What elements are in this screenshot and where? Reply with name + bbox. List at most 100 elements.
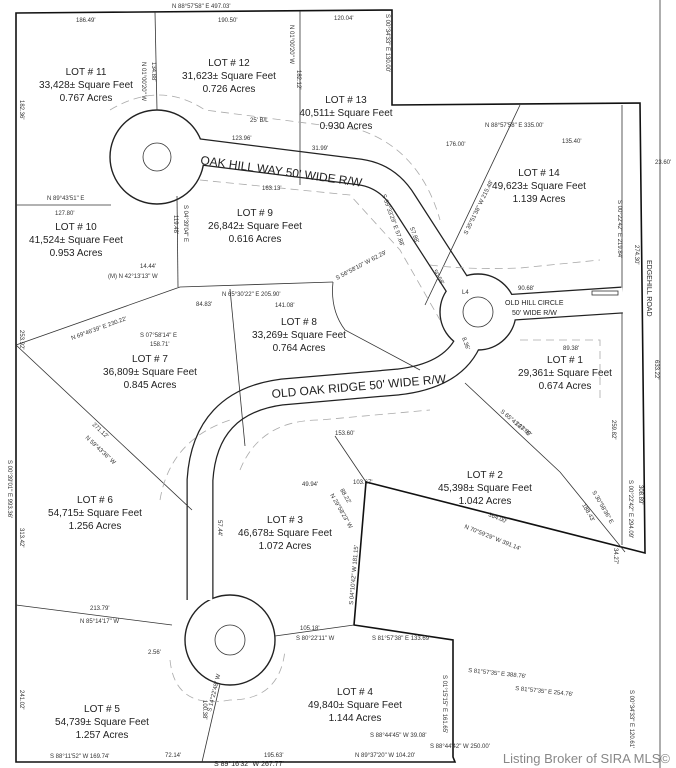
dimension-label: N 89°43'51" E <box>47 196 84 202</box>
road-network <box>109 109 624 686</box>
dimension-label: N 85°14'17" W <box>80 619 119 625</box>
lot-3-label: LOT # 3 46,678± Square Feet 1.072 Acres <box>238 515 332 552</box>
lot-label-text: 29,361± Square Feet <box>518 368 612 379</box>
dimension-label: 308.89' <box>637 485 643 505</box>
dimension-label: 8.36' <box>460 337 470 351</box>
dimension-label: N 69°46'39" E 230.22' <box>71 316 128 342</box>
lot-label-text: LOT # 5 <box>84 704 120 715</box>
dimension-label: N 01°00'20" W <box>140 62 146 101</box>
dimension-label: 90.68' <box>518 286 534 292</box>
lot-6-label: LOT # 6 54,715± Square Feet 1.256 Acres <box>48 495 142 532</box>
dimension-label: S 81°57'35" E 254.76' <box>515 686 574 698</box>
dimension-label: N 59°43'36" W <box>84 435 117 466</box>
dimension-label: 103.67' <box>353 480 373 486</box>
dimension-label: 31.99' <box>312 146 328 152</box>
lot-label-text: LOT # 3 <box>267 515 303 526</box>
dimension-label: S 88°44'42" W 250.00' <box>430 744 490 750</box>
dimension-label: S 80°22'11" W <box>296 636 335 642</box>
lot-label-text: 0.726 Acres <box>203 84 256 95</box>
lot-label-text: LOT # 14 <box>518 168 560 179</box>
lot-label-text: 26,842± Square Feet <box>208 221 302 232</box>
dimension-label: 84.83' <box>196 302 212 308</box>
lot-label-text: 33,269± Square Feet <box>252 330 346 341</box>
lot-label-text: LOT # 11 <box>66 67 107 78</box>
lot-label-text: LOT # 1 <box>547 355 583 366</box>
dimension-label: 633.22' <box>653 360 659 380</box>
lot-label-text: 49,840± Square Feet <box>308 700 402 711</box>
dimension-label: S 56°58'10" W 62.29' <box>335 250 388 282</box>
dimension-label: 274.30' <box>633 245 639 265</box>
lot-label-text: 0.767 Acres <box>60 93 113 104</box>
lot-label-text: LOT # 8 <box>281 317 317 328</box>
dimension-label: 182.12' <box>295 70 301 90</box>
dimension-label: 135.40' <box>562 139 582 145</box>
lot-label-text: LOT # 10 <box>55 222 97 233</box>
dimension-label: S 00°39'01" E 993.36' <box>6 460 12 518</box>
lot-label-text: LOT # 9 <box>237 208 273 219</box>
lot-label-text: 0.674 Acres <box>539 381 592 392</box>
dimension-label: N 65°30'22" E 205.90' <box>222 292 281 298</box>
lot-9-label: LOT # 9 26,842± Square Feet 0.616 Acres <box>208 208 302 245</box>
cul-de-sac-island <box>142 142 172 172</box>
lot-label-text: 1.144 Acres <box>329 713 382 724</box>
dimension-label: S 81°57'38" E 133.69' <box>372 636 430 642</box>
lot-label-text: 46,678± Square Feet <box>238 528 332 539</box>
dimension-label: 176.00' <box>446 142 466 148</box>
lot-label-text: 1.139 Acres <box>513 194 566 205</box>
lot-label-text: 31,623± Square Feet <box>182 71 276 82</box>
lot-7-label: LOT # 7 36,809± Square Feet 0.845 Acres <box>103 354 197 391</box>
lot-label-text: 0.845 Acres <box>124 380 177 391</box>
cul-de-sac-island <box>214 624 246 656</box>
dimension-label: 119.48' <box>172 215 178 234</box>
dimension-label: N 88°57'58" E 497.03' <box>172 4 231 10</box>
lot-label-text: 54,715± Square Feet <box>48 508 142 519</box>
lot-label-text: 40,511± Square Feet <box>299 108 392 119</box>
dimension-label: 313.42' <box>18 528 24 548</box>
dimension-label: 158.71' <box>150 342 170 348</box>
dimension-label: N 01°00'20" W <box>288 25 294 64</box>
lot-label-text: LOT # 12 <box>208 58 250 69</box>
dimension-label: S 04°39'04" E <box>182 205 188 242</box>
lot-label-text: LOT # 7 <box>132 354 168 365</box>
lot-label-text: 0.953 Acres <box>50 248 103 259</box>
lot-label-text: 36,809± Square Feet <box>103 367 197 378</box>
dimension-label: 241.02' <box>18 690 24 710</box>
lot-label-text: 1.256 Acres <box>69 521 122 532</box>
lot-label-text: LOT # 6 <box>77 495 113 506</box>
lot-label-text: 54,739± Square Feet <box>55 717 149 728</box>
dimension-label: 89.38' <box>563 346 579 352</box>
lot-label-text: 0.616 Acres <box>229 234 282 245</box>
lot-label-text: 41,524± Square Feet <box>29 235 123 246</box>
dimension-label: 14.44' <box>140 264 156 270</box>
circle-island <box>462 296 494 328</box>
dimension-label: 271.12' <box>91 422 109 440</box>
road-edgehill: EDGEHILL ROAD <box>645 260 652 317</box>
dimension-label: (M) N 42°13'13" W <box>108 274 158 280</box>
dimension-label: S 88°44'45" W 39.08' <box>370 733 427 739</box>
dimension-label: 120.04' <box>334 16 354 22</box>
lot-labels: LOT # 1 29,361± Square Feet 0.674 Acres LO… <box>29 58 612 741</box>
lot-10-label: LOT # 10 41,524± Square Feet 0.953 Acres <box>29 222 123 259</box>
property-boundary <box>15 9 646 763</box>
dimension-label: S 00°22'42" E 219.84' <box>616 200 622 258</box>
lot-lines <box>15 11 626 763</box>
dimension-label: 253.92' <box>18 330 24 350</box>
dimension-label: S 04°10'42" W 181.15' <box>349 545 360 605</box>
watermark: Listing Broker of SIRA MLS© <box>502 751 670 766</box>
dimension-label: 182.36' <box>18 100 24 120</box>
dimension-label: N 89°37'20" W 104.20' <box>355 753 415 759</box>
dimension-label: 25' B/L <box>250 118 269 124</box>
dimension-label: 2.56' <box>148 650 161 656</box>
dimension-label: 23.60' <box>655 160 671 166</box>
lot-label-text: 1.072 Acres <box>259 541 312 552</box>
lot-label-text: LOT # 13 <box>325 95 367 106</box>
dimension-label: 190.50' <box>218 18 238 24</box>
dimension-label: 195.63' <box>264 753 284 759</box>
